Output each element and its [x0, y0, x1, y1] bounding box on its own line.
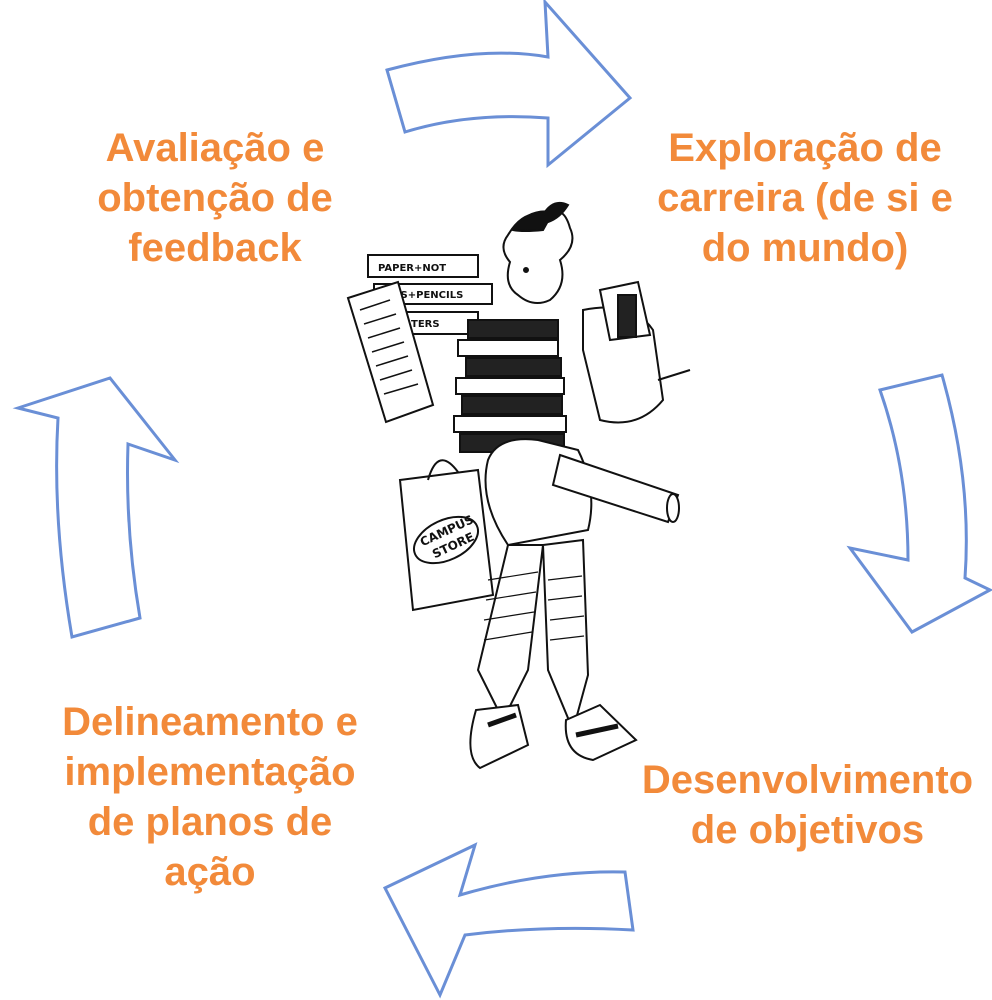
student-head: [502, 202, 574, 305]
sign-text-pens: PENS+PENCILS: [378, 290, 463, 301]
stage-label-goals: Desenvolvimento de objetivos: [641, 758, 974, 852]
sign-text-posters: POSTERS: [388, 319, 440, 330]
arrow-evaluation-to-exploration: [385, 0, 633, 169]
student-legs: [476, 538, 590, 734]
arrow-plans-to-evaluation: [12, 376, 180, 639]
backpack: [582, 280, 691, 424]
stage-label-evaluation: Avaliação e obtenção de feedback: [97, 126, 333, 270]
sign-text-paper: PAPER+NOT: [378, 263, 446, 274]
stage-label-plans: Delineamento e implementação de planos d…: [62, 700, 358, 894]
stage-label-exploration: Exploração de carreira (de si e do mundo…: [657, 126, 953, 270]
campus-store-bag: CAMPUS STORE: [398, 459, 495, 612]
student-carrying-supplies-illustration: PAPER+NOT PENS+PENCILS POSTERS: [338, 200, 700, 780]
arrow-goals-to-plans: [382, 842, 635, 999]
arrow-exploration-to-goals: [846, 373, 992, 634]
book-stack: [453, 319, 567, 453]
sneakers: [469, 703, 638, 770]
